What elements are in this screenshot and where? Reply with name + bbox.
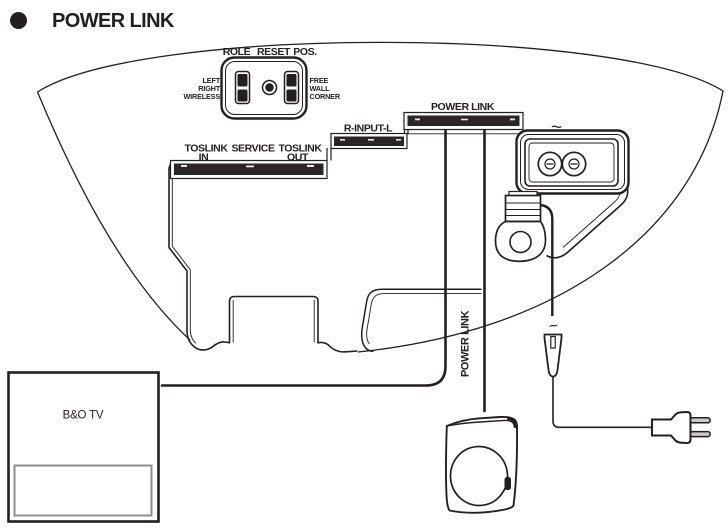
reset-label: RESET bbox=[257, 46, 291, 58]
switch-panel: ROLE RESET POS. LEFT RIGHT WIRELESS FREE… bbox=[183, 46, 341, 120]
tv-label: B&O TV bbox=[63, 410, 104, 422]
pos-option-free: FREE bbox=[310, 76, 329, 85]
clamp-screw bbox=[509, 230, 532, 254]
role-label: ROLE bbox=[223, 46, 251, 58]
r-input-l-port: R-INPUT-L bbox=[330, 122, 409, 150]
r-input-l-label: R-INPUT-L bbox=[344, 122, 393, 134]
mains-cord bbox=[552, 376, 652, 429]
pos-option-corner: CORNER bbox=[310, 92, 341, 101]
mains-lead: ~ bbox=[543, 317, 711, 445]
power-link-ports-label: POWER LINK bbox=[431, 101, 495, 113]
satellite-speaker bbox=[445, 415, 519, 514]
role-option-right: RIGHT bbox=[198, 84, 220, 93]
toslink-in-label: TOSLINK bbox=[184, 143, 228, 155]
cable-clamp bbox=[494, 190, 554, 316]
toslink-out-label: TOSLINK bbox=[278, 143, 322, 155]
mains-symbol: ~ bbox=[551, 118, 562, 139]
tv-stand-panel bbox=[13, 464, 153, 517]
role-option-left: LEFT bbox=[203, 76, 221, 85]
toslink-out-sublabel: OUT bbox=[287, 152, 309, 164]
section-bullet-icon bbox=[10, 12, 27, 29]
mains-inlet: ~ bbox=[515, 118, 630, 195]
speaker-side-tab bbox=[504, 477, 511, 490]
speaker-rear-outline bbox=[36, 41, 724, 353]
cable-tunnel bbox=[228, 295, 319, 344]
reset-button bbox=[261, 79, 278, 96]
mains-cable-upper bbox=[540, 203, 554, 316]
connection-recess bbox=[168, 160, 482, 353]
plug-pin-top bbox=[689, 417, 711, 424]
role-switch bbox=[234, 70, 251, 105]
speaker-grille bbox=[449, 445, 509, 507]
page-title: POWER LINK bbox=[52, 10, 175, 32]
tv-box: B&O TV bbox=[7, 371, 160, 523]
toslink-in-sublabel: IN bbox=[199, 152, 209, 164]
speaker-top-lip bbox=[446, 419, 516, 428]
power-link-ports: POWER LINK bbox=[403, 101, 524, 135]
c7-connector bbox=[543, 333, 563, 378]
mains-plug-symbol: ~ bbox=[548, 317, 560, 335]
plug-pin-bottom bbox=[689, 430, 711, 438]
power-link-cable-label: POWER LINK bbox=[460, 310, 472, 377]
role-option-wireless: WIRELESS bbox=[183, 92, 220, 101]
service-label: SERVICE bbox=[231, 143, 275, 155]
pos-label: POS. bbox=[293, 46, 317, 58]
toslink-service-ports: TOSLINK SERVICE TOSLINK IN OUT bbox=[169, 143, 332, 180]
position-switch bbox=[283, 70, 300, 105]
power-link-cable-to-tv bbox=[160, 128, 447, 387]
pos-option-wall: WALL bbox=[310, 84, 331, 93]
speaker-body bbox=[445, 415, 519, 514]
mains-plug bbox=[651, 410, 692, 445]
